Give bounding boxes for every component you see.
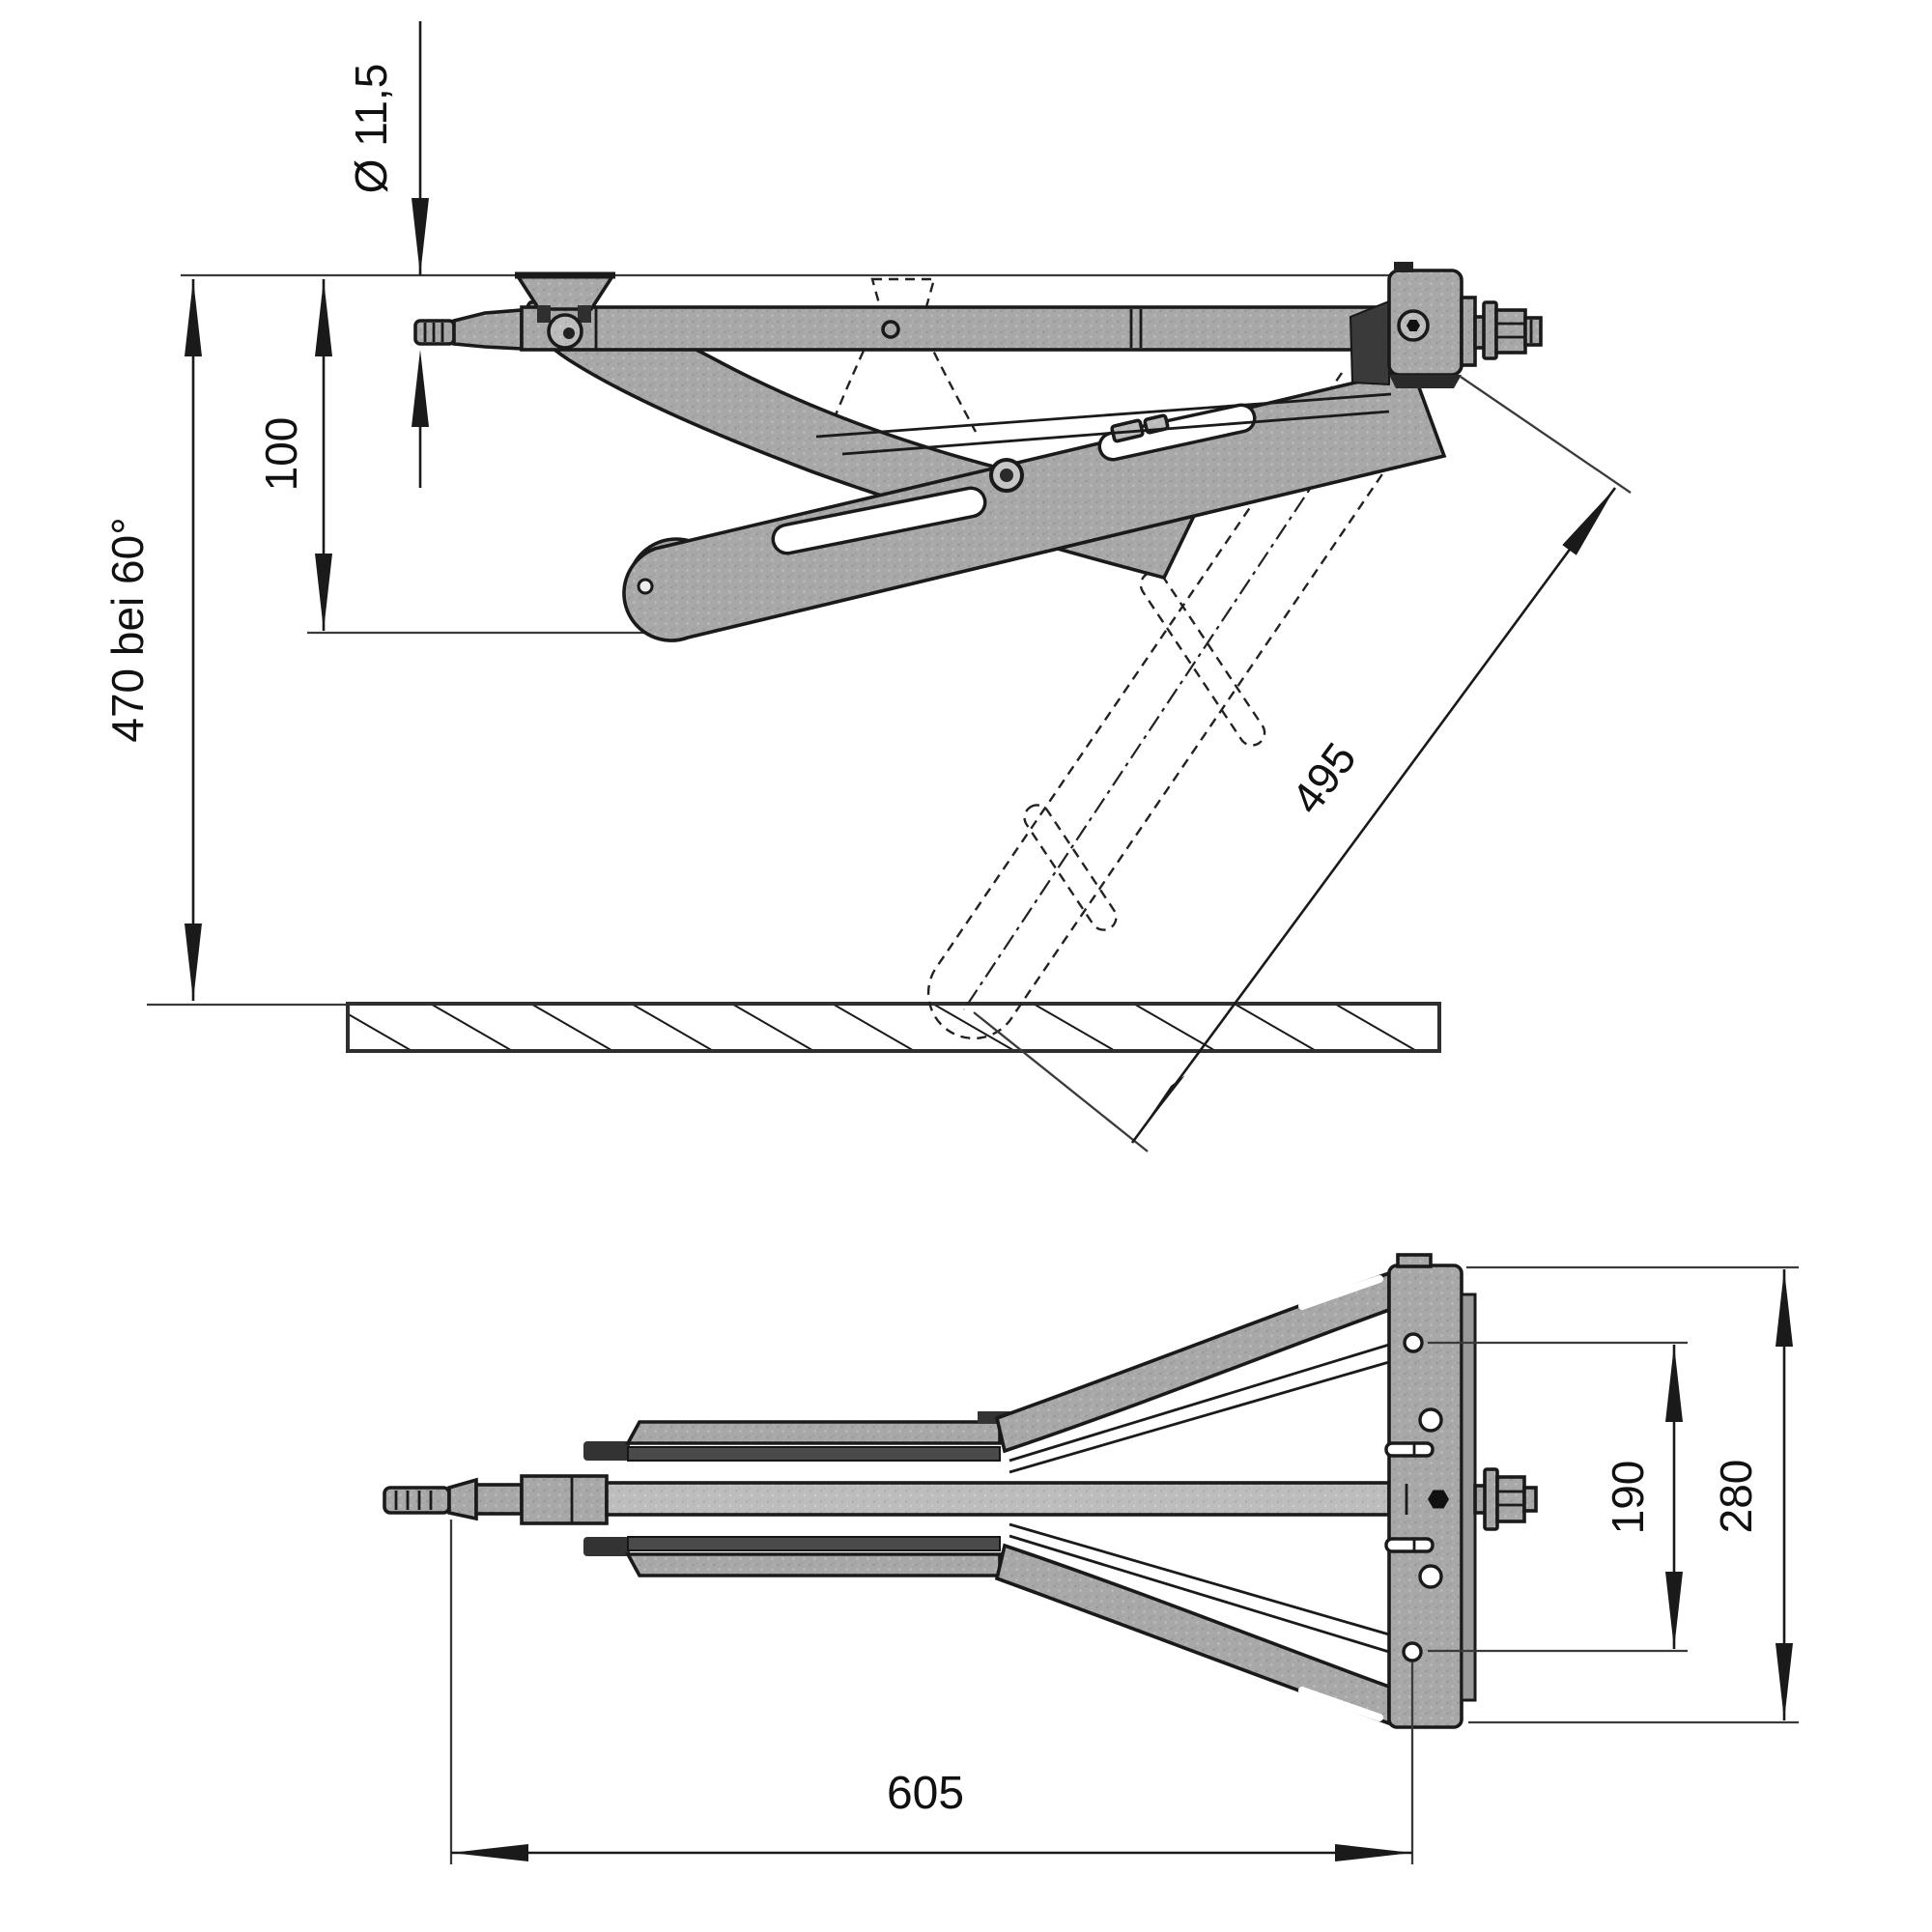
plan-view: 190 280 605: [383, 1253, 1799, 1864]
crank-yoke: [514, 271, 616, 350]
plate-hex-nut: [1428, 1490, 1449, 1509]
spindle: [413, 305, 1398, 352]
dimension-extended-height: 470 bei 60°: [102, 279, 202, 1001]
plan-spindle-bar: [605, 1481, 1391, 1517]
spindle-trunnion-pivot: [881, 320, 900, 339]
dim-label-extended-height: 470 bei 60°: [102, 517, 153, 742]
dimension-spindle-diameter: Ø 11,5: [346, 21, 429, 488]
dashed-arm-slot-upper: [1139, 571, 1266, 747]
main-arm-slot-long: [775, 490, 983, 552]
plan-folded-arms: [583, 1411, 1016, 1577]
plan-collar: [520, 1474, 609, 1525]
dim-label-bracket-height: 280: [1711, 1460, 1761, 1534]
plate-hole-bottom: [1402, 1641, 1423, 1662]
clamp-bolt: [1473, 300, 1543, 360]
stacked-arm-edge: [815, 392, 1392, 439]
base-plate: [1384, 1253, 1477, 1729]
dim-label-hole-spacing: 190: [1603, 1461, 1653, 1535]
plate-notch-upper: [1384, 1441, 1435, 1458]
dim-label-arm-length: 495: [1281, 733, 1365, 823]
side-view: Ø 11,5 100 470 bei 60° 495: [102, 21, 1632, 1152]
dim-label-retracted-height: 100: [256, 417, 306, 492]
dimension-retracted-height: 100: [256, 279, 332, 631]
spindle-bar: [520, 305, 1398, 352]
ground-hatch: [147, 1002, 1441, 1053]
spindle-coupler: [452, 308, 524, 351]
mounting-bracket: [1349, 262, 1543, 388]
dimension-hole-spacing: 190: [1428, 1341, 1688, 1653]
dim-label-spindle-diameter: Ø 11,5: [346, 64, 396, 194]
foot-hole: [637, 578, 654, 595]
plan-clamp-bolt: [1473, 1467, 1538, 1531]
dimension-bracket-height: 280: [1466, 1265, 1799, 1724]
dimension-overall-length: 605: [449, 1520, 1414, 1864]
plan-spindle-front: [383, 1474, 609, 1525]
main-arm-slot-short: [1101, 407, 1253, 458]
plate-hole-top: [1403, 1332, 1424, 1353]
dashed-extended-arm: [926, 372, 1418, 1040]
plate-notch-lower: [1384, 1537, 1435, 1553]
main-arm: [622, 366, 1447, 642]
dashed-arm-slot-lower: [1023, 804, 1118, 931]
dim-label-overall-length: 605: [887, 1768, 964, 1819]
